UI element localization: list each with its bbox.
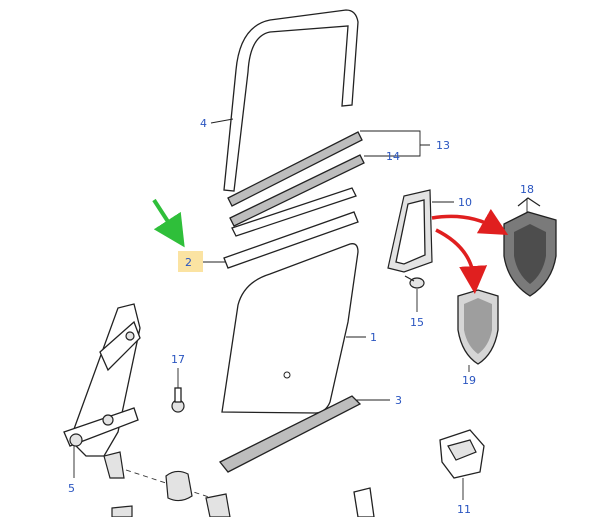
part-1-window-glass: [221, 243, 359, 414]
callout-19[interactable]: 19: [462, 374, 476, 387]
lower-door-hardware: [111, 470, 375, 517]
part-5-window-regulator: [63, 303, 219, 501]
part-2-glass-channel: [223, 187, 359, 269]
callout-5[interactable]: 5: [68, 482, 75, 495]
part-4-run-channel: [223, 9, 359, 192]
part-18-badge-dark: [503, 197, 557, 297]
part-19-badge-light: [457, 289, 499, 365]
callout-10[interactable]: 10: [458, 196, 472, 209]
callout-18[interactable]: 18: [520, 183, 534, 196]
part-11-switch: [439, 429, 485, 479]
part-17-bolt: [171, 387, 185, 413]
callout-1[interactable]: 1: [370, 331, 377, 344]
callout-17[interactable]: 17: [171, 353, 185, 366]
callout-3[interactable]: 3: [395, 394, 402, 407]
green-arrow: [152, 198, 185, 248]
callout-15[interactable]: 15: [410, 316, 424, 329]
callout-14[interactable]: 14: [386, 150, 400, 163]
callout-2-highlight: [178, 251, 203, 272]
callout-11[interactable]: 11: [457, 503, 471, 516]
callout-4[interactable]: 4: [200, 117, 207, 130]
part-14-inner-belt-strip: [229, 154, 365, 227]
leader-lines: [73, 118, 528, 500]
part-13-outer-belt-strip: [227, 131, 363, 207]
part-15-screw: [404, 275, 425, 289]
part-3-lower-run-strip: [218, 395, 362, 473]
red-arrow-to-18: [431, 208, 509, 235]
part-10-quarter-window: [387, 189, 433, 273]
red-arrow-to-19: [435, 228, 488, 294]
callout-13[interactable]: 13: [436, 139, 450, 152]
callout-2[interactable]: 2: [185, 256, 192, 269]
